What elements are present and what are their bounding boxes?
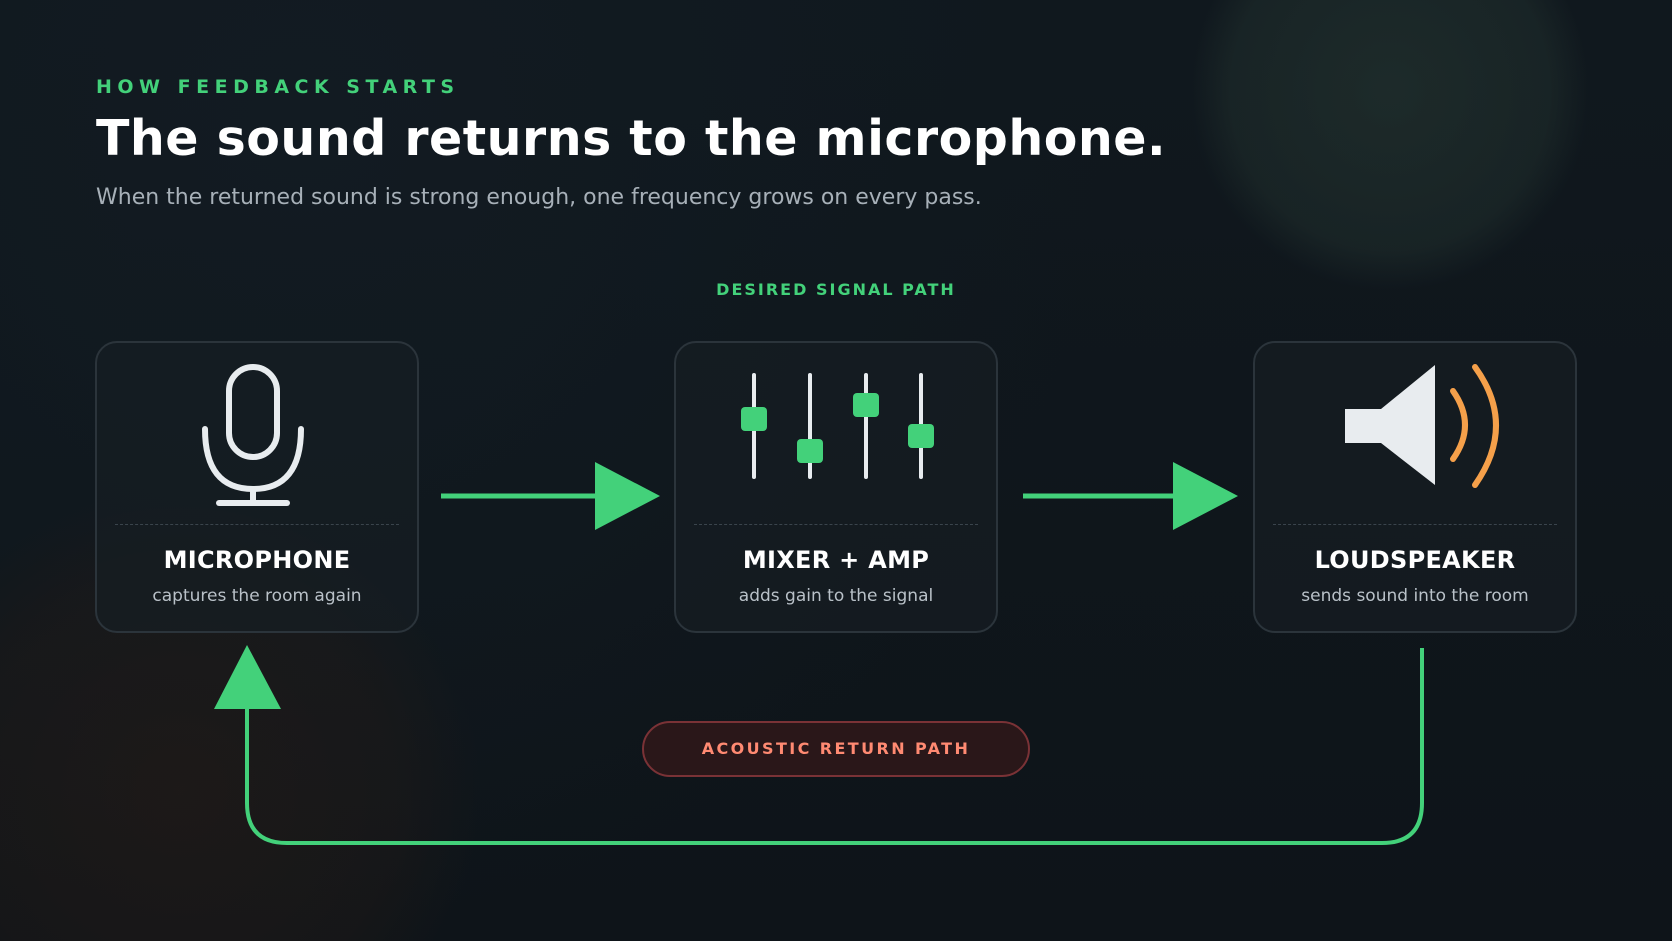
arrow-mixer-to-speaker-head [1173,462,1238,530]
mixer-faders-icon [676,361,996,501]
acoustic-return-loop-line [245,648,1424,845]
node-description: captures the room again [152,586,362,606]
node-description: adds gain to the signal [738,586,934,606]
card-divider [1273,524,1557,525]
eyebrow-label: HOW FEEDBACK STARTS [96,76,460,98]
node-card-mixer: MIXER + AMP adds gain to the signal [674,341,998,633]
acoustic-return-path-badge: ACOUSTIC RETURN PATH [642,721,1030,777]
node-title: MICROPHONE [163,546,351,574]
return-arrow-head [214,645,281,709]
arrow-mic-to-mixer-head [595,462,660,530]
page-title: The sound returns to the microphone. [96,110,1167,167]
node-title: MIXER + AMP [742,546,930,574]
fader-knob-4 [908,424,934,448]
node-description: sends sound into the room [1301,586,1529,606]
node-card-microphone: MICROPHONE captures the room again [95,341,419,633]
page-subtitle: When the returned sound is strong enough… [96,185,982,210]
node-card-speaker: LOUDSPEAKER sends sound into the room [1253,341,1577,633]
desired-signal-path-label: DESIRED SIGNAL PATH [716,280,956,299]
card-divider [115,524,399,525]
fader-knob-3 [853,393,879,417]
microphone-icon [97,361,417,501]
sound-wave-outer [1472,364,1499,488]
sound-wave-inner [1450,388,1468,462]
fader-knob-2 [797,439,823,463]
fader-knob-1 [741,407,767,431]
card-divider [694,524,978,525]
speaker-icon [1255,361,1575,501]
node-title: LOUDSPEAKER [1314,546,1516,574]
microphone-stand-icon [216,500,290,506]
